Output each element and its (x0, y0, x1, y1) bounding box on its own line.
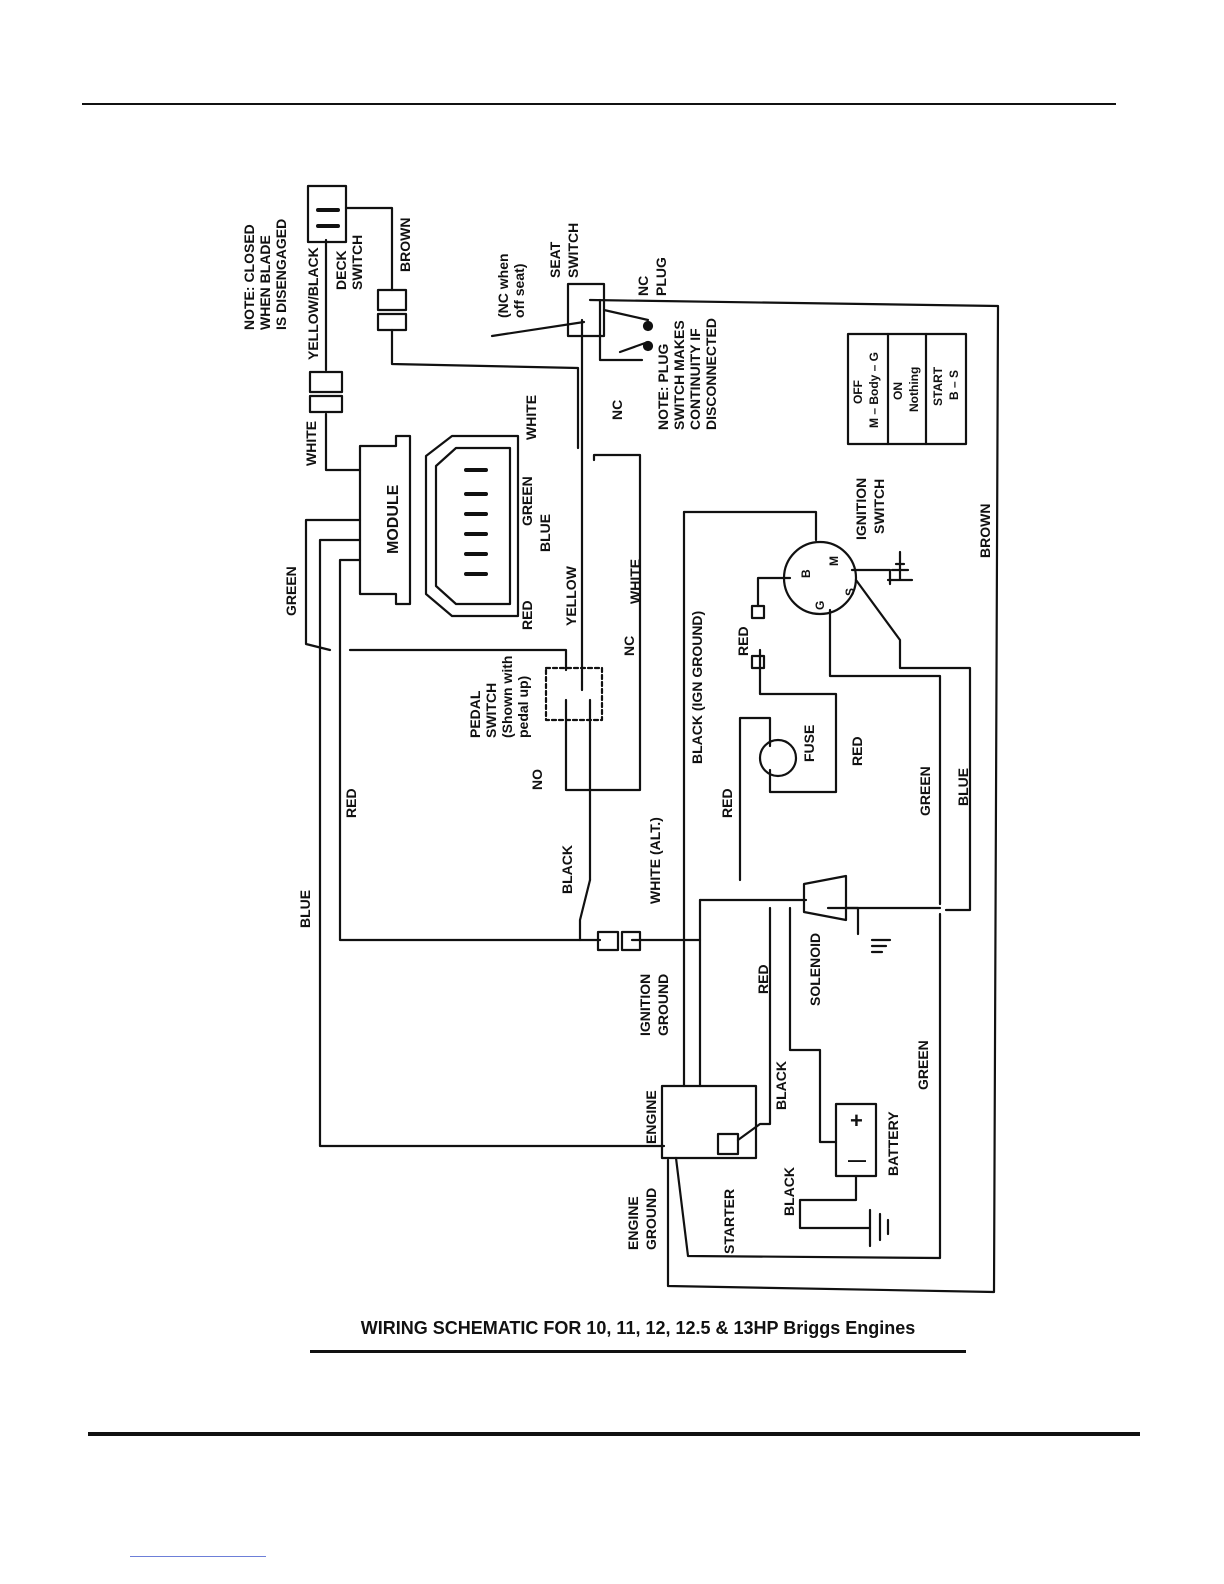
seat-switch-box (566, 282, 606, 338)
label-red-fuse-left: RED (719, 788, 735, 818)
label-black-starter: BLACK (773, 1061, 789, 1110)
label-note-closed-3: IS DISENGAGED (273, 219, 289, 330)
label-brown-right: BROWN (977, 504, 993, 558)
label-red-fuse-right: RED (849, 736, 865, 766)
label-seat-switch-1: SEAT (547, 241, 563, 278)
label-red-conn: RED (519, 600, 535, 630)
label-black-ign-ground: BLACK (IGN GROUND) (689, 611, 705, 764)
pedal-switch-box (544, 666, 604, 722)
label-engine-ground-2: GROUND (643, 1188, 659, 1250)
label-red-solenoid: RED (755, 964, 771, 994)
label-note-plug-1: NOTE: PLUG (655, 344, 671, 430)
label-module: MODULE (385, 484, 402, 554)
label-white-module: WHITE (303, 421, 319, 466)
label-note-plug-2: SWITCH MAKES (671, 320, 687, 430)
fuse-wire (738, 716, 772, 882)
label-ign-switch-2: SWITCH (871, 479, 887, 534)
label-ign-ground-2: GROUND (655, 974, 671, 1036)
label-green-right: GREEN (917, 766, 933, 816)
label-term-m: M (827, 556, 841, 566)
label-table-off-1: OFF (851, 380, 865, 404)
caption-underline (310, 1350, 966, 1353)
label-brown-top: BROWN (397, 218, 413, 272)
white-wire-top (598, 298, 644, 362)
label-pedal-1: PEDAL (467, 690, 483, 738)
label-white-wire: WHITE (627, 559, 643, 604)
top-rule (82, 103, 1116, 105)
label-yellow-black: YELLOW/BLACK (305, 247, 321, 360)
label-green-conn: GREEN (519, 476, 535, 526)
label-engine: ENGINE (643, 1090, 659, 1144)
bottom-rule (88, 1432, 1140, 1436)
label-red-left: RED (343, 788, 359, 818)
label-white-alt: WHITE (ALT.) (647, 817, 663, 904)
label-red-ign: RED (735, 626, 751, 656)
label-note-closed-1: NOTE: CLOSED (241, 224, 257, 330)
label-term-g: G (813, 601, 827, 610)
label-white-conn: WHITE (523, 395, 539, 440)
label-blue-conn: BLUE (537, 514, 553, 552)
engine-box (660, 1084, 758, 1160)
label-green-bottom: GREEN (915, 1040, 931, 1090)
label-nc-plug-1: NC (635, 276, 651, 296)
label-table-on-2: Nothing (907, 367, 921, 412)
footer-link-underline (130, 1556, 266, 1557)
label-seat-switch-2: SWITCH (565, 223, 581, 278)
label-table-on-1: ON (891, 382, 905, 400)
label-starter: STARTER (721, 1189, 737, 1254)
brown-wire (588, 298, 1000, 1294)
green-wire (304, 518, 362, 652)
label-nc-seat-2: off seat) (511, 264, 527, 318)
label-table-start-1: START (931, 366, 945, 406)
label-deck-switch-1: DECK (333, 250, 349, 290)
connector-block (424, 434, 520, 618)
label-term-b: B (799, 569, 813, 578)
label-fuse: FUSE (801, 725, 817, 762)
label-solenoid: SOLENOID (807, 933, 823, 1006)
label-green-left: GREEN (283, 566, 299, 616)
label-engine-ground-1: ENGINE (625, 1196, 641, 1250)
label-pedal-4: pedal up) (515, 676, 531, 738)
label-nc-plug-arrow: NC (609, 400, 625, 420)
deck-switch-box (306, 184, 348, 244)
label-no-pedal: NO (529, 769, 545, 790)
label-black-mid: BLACK (559, 845, 575, 894)
red-wire (338, 558, 602, 942)
label-nc-pedal: NC (621, 636, 637, 656)
label-pedal-2: SWITCH (483, 683, 499, 738)
label-deck-switch-2: SWITCH (349, 235, 365, 290)
label-nc-seat-1: (NC when (495, 253, 511, 318)
label-yellow: YELLOW (563, 565, 579, 626)
label-battery: BATTERY (885, 1111, 901, 1176)
label-ign-switch-1: IGNITION (853, 478, 869, 540)
label-pedal-3: (Shown with (499, 656, 515, 738)
label-blue-left: BLUE (297, 890, 313, 928)
label-battery-minus: — (848, 1150, 866, 1170)
deck-brown-wire (344, 206, 394, 292)
label-term-s: S (843, 588, 857, 596)
label-ign-ground-1: IGNITION (637, 974, 653, 1036)
fuse-symbol (758, 738, 798, 778)
module-box (358, 434, 412, 606)
schematic-caption: WIRING SCHEMATIC FOR 10, 11, 12, 12.5 & … (360, 1318, 916, 1338)
black-ign-ground-wire (682, 510, 818, 542)
label-nc-plug-2: PLUG (653, 257, 669, 296)
label-table-start-2: B – S (947, 370, 961, 400)
label-note-plug-3: CONTINUITY IF (687, 328, 703, 430)
label-table-off-2: M – Body – G (867, 352, 881, 428)
label-note-plug-4: DISCONNECTED (703, 318, 719, 430)
label-battery-plus: + (850, 1108, 863, 1133)
state-table (846, 332, 968, 446)
solenoid-shape (802, 874, 848, 922)
ignition-switch-symbol (782, 540, 858, 616)
label-note-closed-2: WHEN BLADE (257, 235, 273, 330)
label-black-battery: BLACK (781, 1167, 797, 1216)
label-blue-right: BLUE (955, 768, 971, 806)
